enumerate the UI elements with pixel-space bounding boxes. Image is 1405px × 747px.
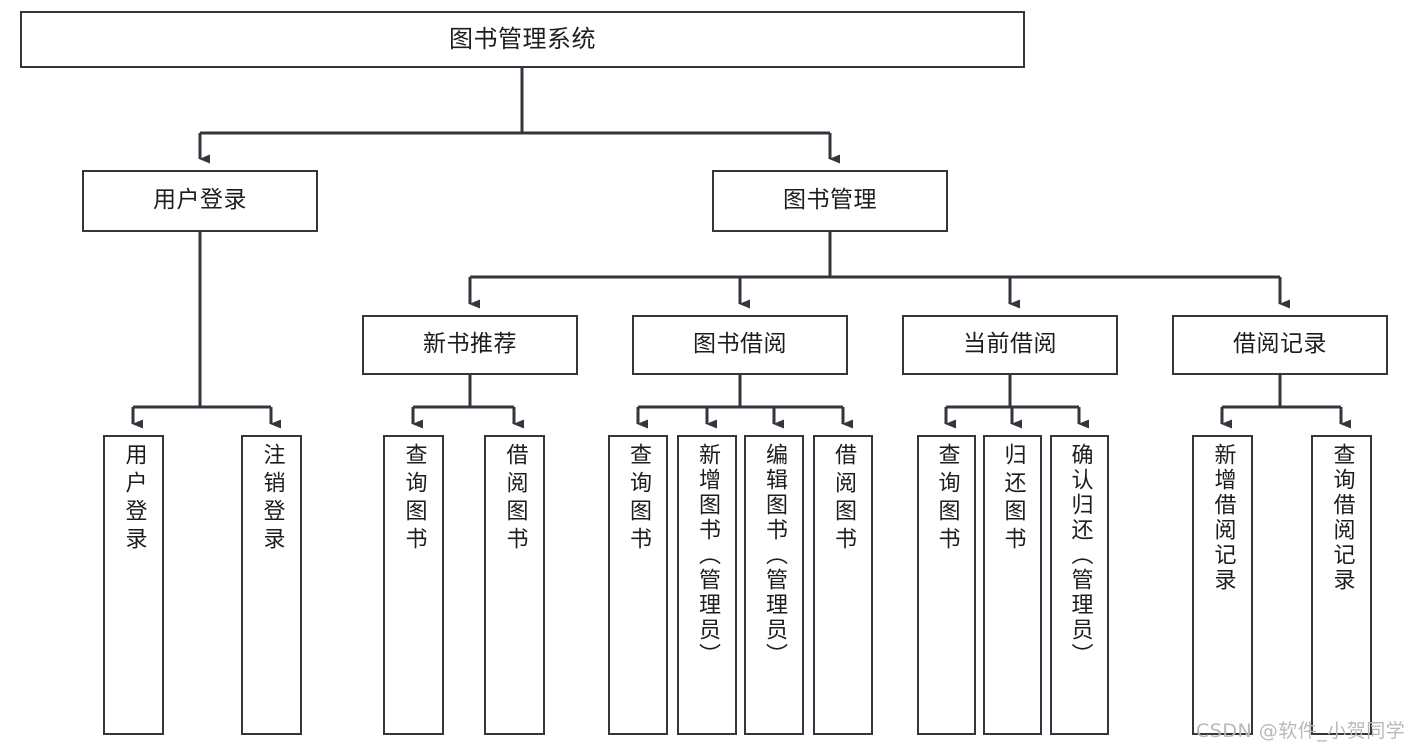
node-root-label: 图书管理系统: [449, 25, 596, 54]
node-leaf-edit-book-admin[interactable]: 编辑图书（管理员）: [744, 435, 804, 735]
node-leaf-query-book-borrow-label: 查询图书: [626, 443, 651, 555]
node-book-borrow-label: 图书借阅: [693, 331, 787, 358]
node-book-manage-label: 图书管理: [783, 187, 877, 214]
node-book-manage[interactable]: 图书管理: [712, 170, 948, 232]
node-leaf-add-book-admin[interactable]: 新增图书（管理员）: [677, 435, 737, 735]
node-current-borrow[interactable]: 当前借阅: [902, 315, 1118, 375]
node-current-borrow-label: 当前借阅: [963, 331, 1057, 358]
csdn-watermark: CSDN @软件_小贺同学: [1196, 720, 1405, 742]
node-leaf-query-book-borrow[interactable]: 查询图书: [608, 435, 668, 735]
node-leaf-add-book-admin-label: 新增图书（管理员）: [695, 443, 720, 668]
node-leaf-add-borrow-record-label: 新增借阅记录: [1210, 443, 1236, 593]
node-leaf-user-login[interactable]: 用户登录: [103, 435, 164, 735]
node-leaf-borrow-book-borrow-label: 借阅图书: [831, 443, 856, 555]
node-leaf-confirm-return-admin[interactable]: 确认归还（管理员）: [1050, 435, 1109, 735]
node-leaf-borrow-book-borrow[interactable]: 借阅图书: [813, 435, 873, 735]
node-leaf-add-borrow-record[interactable]: 新增借阅记录: [1192, 435, 1253, 735]
node-leaf-confirm-return-admin-label: 确认归还（管理员）: [1067, 443, 1093, 668]
node-borrow-record[interactable]: 借阅记录: [1172, 315, 1388, 375]
node-leaf-edit-book-admin-label: 编辑图书（管理员）: [762, 443, 787, 668]
node-borrow-record-label: 借阅记录: [1233, 331, 1327, 358]
node-leaf-logout-login[interactable]: 注销登录: [241, 435, 302, 735]
node-leaf-query-book-current-label: 查询图书: [934, 443, 960, 555]
node-book-borrow[interactable]: 图书借阅: [632, 315, 848, 375]
node-leaf-query-book-recommend[interactable]: 查询图书: [383, 435, 444, 735]
node-leaf-query-borrow-record-label: 查询借阅记录: [1329, 443, 1355, 593]
node-root[interactable]: 图书管理系统: [20, 11, 1025, 68]
node-user-login[interactable]: 用户登录: [82, 170, 318, 232]
node-leaf-logout-login-label: 注销登录: [259, 443, 285, 555]
node-new-book-recommend-label: 新书推荐: [423, 331, 517, 358]
node-leaf-borrow-book-recommend[interactable]: 借阅图书: [484, 435, 545, 735]
node-leaf-borrow-book-recommend-label: 借阅图书: [502, 443, 528, 555]
node-leaf-user-login-label: 用户登录: [121, 443, 147, 555]
node-leaf-return-book-label: 归还图书: [1000, 443, 1026, 555]
node-leaf-query-book-recommend-label: 查询图书: [401, 443, 427, 555]
node-leaf-return-book[interactable]: 归还图书: [983, 435, 1042, 735]
node-new-book-recommend[interactable]: 新书推荐: [362, 315, 578, 375]
node-user-login-label: 用户登录: [153, 187, 247, 214]
node-leaf-query-book-current[interactable]: 查询图书: [917, 435, 976, 735]
node-leaf-query-borrow-record[interactable]: 查询借阅记录: [1311, 435, 1372, 735]
